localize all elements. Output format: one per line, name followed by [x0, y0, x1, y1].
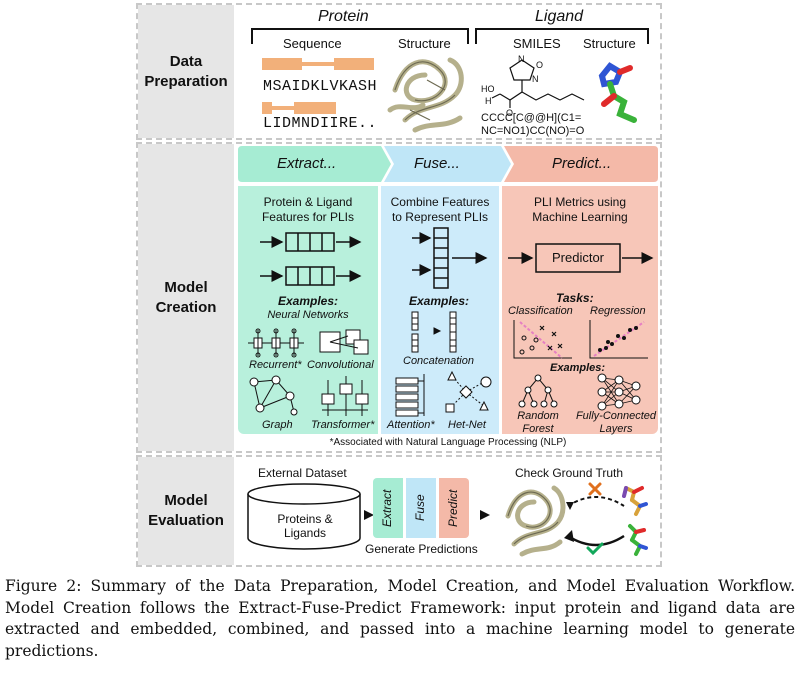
eval-arrow-2	[480, 510, 490, 520]
random-forest-label: Random Forest	[517, 410, 559, 435]
model-creation-label: Model Creation	[138, 144, 234, 451]
convolutional-network-icon	[319, 329, 369, 355]
convolutional-label: Convolutional	[307, 359, 374, 371]
ground-truth-comparison	[564, 482, 625, 556]
classification-plot-icon	[513, 320, 572, 359]
ligand-pose-correct-icon	[628, 524, 648, 556]
ligand-atom-o2: O	[506, 108, 514, 118]
smiles-label: SMILES	[513, 36, 561, 51]
concatenation-label: Concatenation	[403, 355, 474, 367]
random-forest-icon	[518, 374, 558, 408]
data-preparation-section	[136, 3, 662, 140]
eval-arrow-1	[364, 510, 374, 520]
smiles-line-1: CCCC[C@@H](C1=	[481, 112, 582, 124]
attention-label: Attention*	[387, 419, 435, 431]
sequence-feature-icon	[262, 58, 374, 114]
predict-title: PLI Metrics using Machine Learning	[532, 195, 628, 224]
cylinder-label: Proteins & Ligands	[277, 512, 333, 540]
extract-header: Extract...	[277, 155, 337, 172]
eval-extract-label: Extract	[380, 489, 394, 527]
sequence-line-1: MSAIDKLVKASH	[263, 78, 378, 95]
stage-headers	[238, 146, 658, 182]
protein-bracket	[251, 28, 469, 44]
classification-label: Classification	[508, 305, 573, 317]
attention-icon	[395, 374, 425, 417]
fused-vector-icon	[412, 227, 488, 289]
eval-protein-structure-icon	[505, 485, 566, 557]
nlp-footnote: *Associated with Natural Language Proces…	[329, 437, 567, 448]
extract-title: Protein & Ligand Features for PLIs	[261, 195, 355, 224]
ligand-structure-label: Structure	[583, 36, 636, 51]
eval-predict-box	[439, 478, 469, 538]
protein-structure-label: Structure	[398, 36, 451, 51]
extract-panel	[238, 186, 378, 434]
fuse-header: Fuse...	[414, 155, 460, 172]
extract-feature-vectors	[260, 232, 362, 286]
sequence-line-2: LIDMNDIIRE..	[263, 115, 378, 132]
eval-extract-box	[373, 478, 403, 538]
fuse-title: Combine Features to Represent PLIs	[390, 195, 490, 224]
check-ground-truth-label: Check Ground Truth	[515, 466, 624, 480]
transformer-label: Transformer*	[311, 419, 375, 431]
concatenation-icon	[411, 311, 457, 353]
predictor-flow-icon	[508, 243, 654, 273]
ligand-pose-incorrect-icon	[622, 486, 648, 516]
eval-fuse-label: Fuse	[413, 494, 427, 522]
model-evaluation-section	[136, 455, 662, 567]
regression-label: Regression	[590, 305, 646, 317]
smiles-line-2: NC=NO1)CC(NO)=O	[481, 125, 585, 137]
graph-network-icon	[249, 375, 298, 416]
transformer-network-icon	[321, 376, 369, 416]
checkmark-icon	[586, 542, 604, 556]
ligand-title: Ligand	[535, 8, 584, 25]
ligand-atom-h: H	[485, 96, 492, 106]
model-evaluation-label: Model Evaluation	[138, 457, 234, 565]
predict-header: Predict...	[552, 155, 612, 172]
fully-connected-icon	[597, 373, 641, 411]
predict-examples-title: Examples:	[550, 362, 606, 374]
extract-examples-subtitle: Neural Networks	[267, 309, 349, 321]
figure-caption: Figure 2: Summary of the Data Preparatio…	[5, 577, 795, 660]
ligand-skeletal-icon	[491, 59, 585, 108]
ligand-atom-n1: N	[518, 54, 525, 64]
regression-plot-icon	[589, 320, 648, 359]
recurrent-network-icon	[248, 328, 304, 358]
fully-connected-label: Fully-Connected Layers	[575, 410, 657, 435]
protein-title: Protein	[318, 8, 369, 25]
het-net-icon	[445, 370, 492, 413]
eval-predict-label: Predict	[446, 489, 460, 527]
ligand-atom-n2: N	[532, 74, 539, 84]
extract-examples-title: Examples:	[277, 294, 339, 308]
het-net-label: Het-Net	[448, 419, 486, 431]
graph-label: Graph	[262, 419, 293, 431]
protein-structure-icon	[387, 57, 464, 133]
data-preparation-label: Data Preparation	[138, 5, 234, 138]
predictor-box-label: Predictor	[551, 250, 605, 265]
external-dataset-label: External Dataset	[258, 466, 347, 480]
generate-predictions-label: Generate Predictions	[365, 542, 478, 556]
ligand-atom-ho: HO	[481, 84, 495, 94]
eval-fuse-box	[406, 478, 436, 538]
sequence-label: Sequence	[283, 36, 342, 51]
fuse-examples-title: Examples:	[409, 294, 470, 308]
cross-icon	[588, 482, 602, 496]
dataset-cylinder-icon	[247, 483, 361, 550]
ligand-3d-structure-icon	[598, 62, 637, 123]
model-creation-section	[136, 142, 662, 453]
ligand-bracket	[475, 28, 649, 44]
recurrent-label: Recurrent*	[249, 359, 302, 371]
ligand-atom-o1: O	[536, 60, 544, 70]
tasks-title: Tasks:	[556, 291, 594, 305]
